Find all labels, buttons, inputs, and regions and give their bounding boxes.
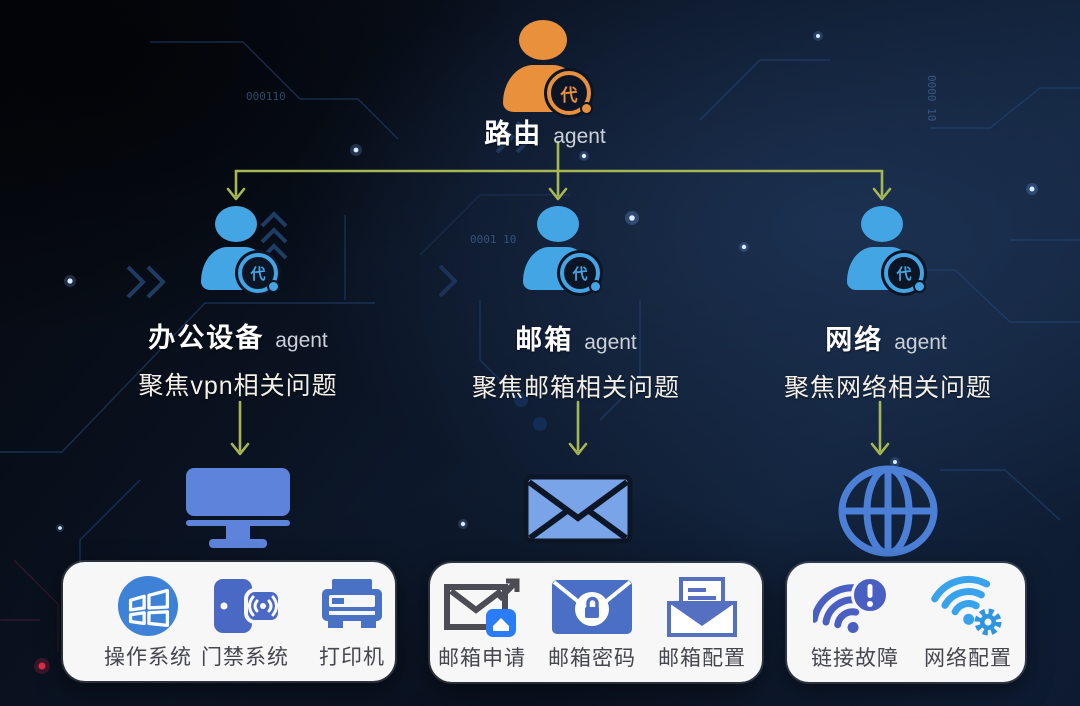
binary-text: 000110 bbox=[246, 90, 286, 103]
panel-item-label: 邮箱配置 bbox=[658, 647, 746, 670]
mail-password-icon bbox=[552, 580, 632, 634]
person-head bbox=[537, 206, 579, 242]
network-agent-focus: 聚焦网络相关问题 bbox=[783, 374, 992, 402]
office-device-agent-label: 办公设备 agent bbox=[78, 316, 398, 355]
panel-item-door-access: 门禁系统 bbox=[193, 576, 297, 671]
network-agent-icon: 代 bbox=[847, 206, 924, 293]
windows-icon bbox=[117, 575, 179, 637]
chevron-decor bbox=[126, 120, 535, 299]
agent-badge-icon: 代 bbox=[238, 253, 278, 293]
network-tasks-panel: 链接故障 网络配置 bbox=[787, 563, 1025, 682]
panel-item-label: 操作系统 bbox=[104, 646, 192, 669]
person-head bbox=[519, 20, 567, 60]
panel-item-label: 链接故障 bbox=[811, 647, 899, 670]
mailbox-agent-focus: 聚焦邮箱相关问题 bbox=[471, 374, 680, 402]
agent-suffix: agent bbox=[584, 331, 637, 354]
agent-name: 邮箱 bbox=[515, 325, 574, 355]
panel-item-label: 打印机 bbox=[319, 646, 385, 669]
router-agent-icon: 代 bbox=[503, 20, 591, 115]
panel-item-os: 操作系统 bbox=[96, 575, 200, 671]
panel-item-printer: 打印机 bbox=[300, 576, 404, 671]
binary-text: 0001 10 bbox=[470, 233, 516, 246]
panel-item-mail-config: 邮箱配置 bbox=[650, 577, 754, 672]
office-device-agent-icon: 代 bbox=[201, 206, 278, 293]
panel-item-label: 门禁系统 bbox=[201, 646, 289, 669]
binary-texture: 000110 0001 10 0000 10 bbox=[246, 75, 938, 246]
router-agent-label: 路由 agent bbox=[425, 112, 665, 151]
panel-item-mail-apply: 邮箱申请 bbox=[430, 577, 534, 672]
door-access-icon bbox=[214, 579, 282, 633]
office-devices-panel: 操作系统 门禁系统 bbox=[63, 562, 395, 681]
mail-apply-icon bbox=[444, 578, 520, 637]
badge-char: 代 bbox=[250, 265, 266, 283]
person-head bbox=[215, 206, 257, 242]
agent-badge-icon: 代 bbox=[560, 253, 600, 293]
agent-name: 路由 bbox=[484, 119, 543, 149]
panel-item-mail-password: 邮箱密码 bbox=[540, 577, 644, 672]
person-head bbox=[861, 206, 903, 242]
agent-suffix: agent bbox=[894, 331, 947, 354]
agent-name: 网络 bbox=[825, 325, 884, 355]
mail-config-icon bbox=[667, 577, 737, 637]
panel-item-label: 邮箱密码 bbox=[548, 647, 636, 670]
printer-icon bbox=[322, 579, 382, 628]
binary-text: 0000 10 bbox=[925, 75, 938, 121]
agent-suffix: agent bbox=[275, 329, 328, 352]
mailbox-tasks-panel: 邮箱申请 邮箱密码 bbox=[430, 563, 762, 682]
office-device-agent-focus: 聚焦vpn相关问题 bbox=[138, 372, 338, 400]
globe-icon bbox=[838, 465, 938, 557]
panel-item-network-config: 网络配置 bbox=[916, 576, 1020, 672]
panel-item-link-fault: 链接故障 bbox=[803, 576, 907, 672]
monitor-icon bbox=[186, 468, 290, 548]
wifi-config-icon bbox=[931, 576, 1002, 636]
agent-suffix: agent bbox=[553, 125, 606, 148]
envelope-icon bbox=[523, 474, 633, 544]
badge-char: 代 bbox=[560, 85, 578, 105]
agent-badge-icon: 代 bbox=[547, 71, 591, 115]
mailbox-agent-icon: 代 bbox=[523, 206, 600, 293]
panel-item-label: 邮箱申请 bbox=[438, 647, 526, 670]
network-agent-label: 网络 agent bbox=[726, 318, 1046, 357]
mailbox-agent-label: 邮箱 agent bbox=[416, 318, 736, 357]
agent-name: 办公设备 bbox=[148, 323, 265, 353]
badge-char: 代 bbox=[896, 265, 912, 283]
panel-item-label: 网络配置 bbox=[924, 647, 1012, 670]
agent-badge-icon: 代 bbox=[884, 253, 924, 293]
glow-dots bbox=[56, 31, 1038, 653]
wifi-fault-icon bbox=[813, 576, 889, 633]
badge-char: 代 bbox=[572, 265, 588, 283]
